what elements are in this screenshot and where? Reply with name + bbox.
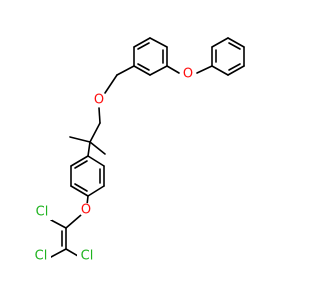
bond-vinyl-cl2 — [50, 248, 67, 258]
bond-vinyl-cl1 — [50, 219, 67, 229]
bond-quat-methyl-left — [69, 136, 91, 143]
bond-phenyl-o — [196, 65, 213, 74]
atom-cl-1: Cl — [32, 205, 52, 220]
chlorine-label: Cl — [81, 249, 94, 264]
bond-o-ch2 — [98, 107, 101, 124]
middle-ring — [133, 37, 168, 76]
molecule-structure: O O O Cl Cl Cl — [31, 37, 245, 264]
oxygen-label: O — [94, 93, 104, 108]
bond-quat-methyl-right — [89, 141, 106, 155]
bond-ch2-quat — [89, 122, 101, 143]
lower-ring — [70, 155, 105, 197]
phenyl-ring — [211, 37, 245, 76]
bonds — [50, 37, 245, 258]
bond-o-middle-ring — [166, 65, 180, 74]
atom-labels: O O O Cl Cl Cl — [31, 67, 195, 264]
bond-quat-ring — [87, 141, 91, 157]
bond-ch2-o — [104, 74, 118, 94]
bond-o-vinyl — [65, 214, 82, 229]
bond-vinyl-cl3 — [65, 248, 79, 257]
atom-cl-3: Cl — [77, 249, 97, 264]
atom-o-phenoxy: O — [181, 67, 195, 82]
atom-o-vinyl: O — [79, 203, 93, 218]
atom-o-ether: O — [92, 93, 106, 108]
chlorine-label: Cl — [35, 249, 48, 264]
chlorine-label: Cl — [36, 205, 49, 220]
oxygen-label: O — [81, 203, 91, 218]
bond-ring-ch2 — [116, 65, 135, 76]
oxygen-label: O — [183, 67, 193, 82]
atom-cl-2: Cl — [31, 249, 51, 264]
